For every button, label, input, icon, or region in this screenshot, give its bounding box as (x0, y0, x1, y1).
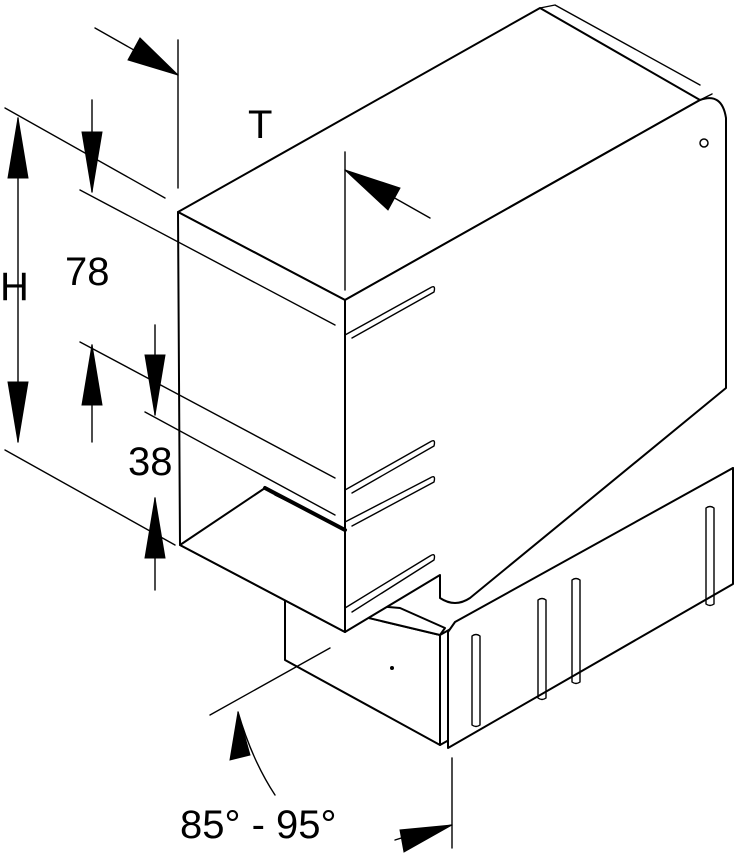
depth-label: T (248, 103, 272, 147)
angle-label: 85° - 95° (180, 803, 337, 847)
upper-dimension: 78 (65, 99, 336, 326)
upper-dimension-label: 78 (65, 250, 110, 294)
lower-dimension-label: 38 (128, 440, 173, 484)
angle-dimension: 85° - 95° (180, 647, 453, 853)
screw-hole-icon (699, 138, 709, 148)
fitting-side-face (344, 93, 727, 633)
ribbed-band (447, 467, 734, 749)
fitting-front-face (177, 211, 347, 633)
depth-dimension: T (94, 27, 431, 291)
height-label: H (0, 265, 29, 309)
lower-dimension: 38 (79, 324, 336, 591)
edge-slots (344, 285, 436, 633)
